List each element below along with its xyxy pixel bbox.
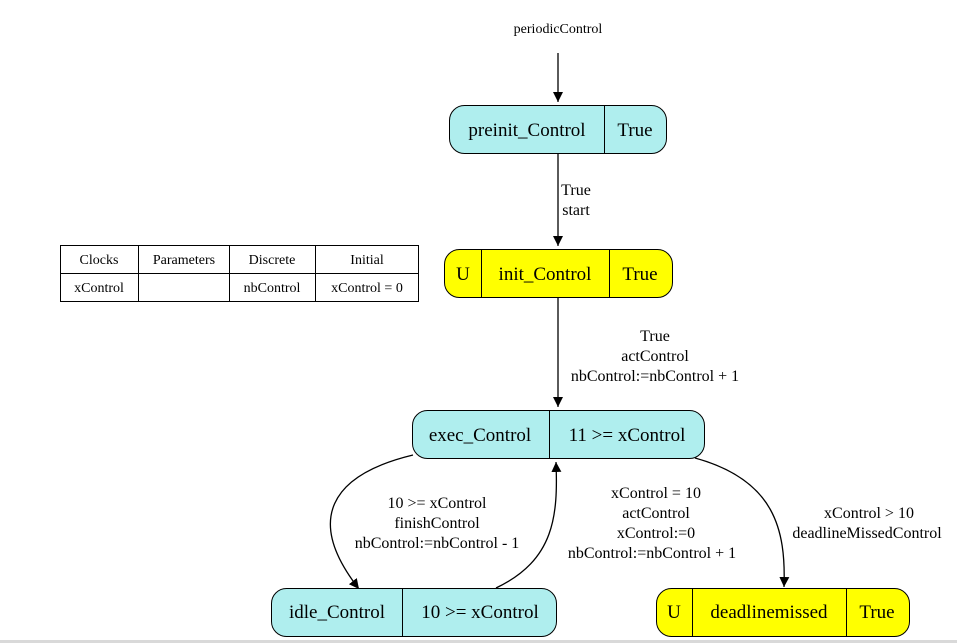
state-name: preinit_Control — [468, 120, 585, 141]
transition-label: xControl > 10 — [824, 505, 914, 522]
state-name: exec_Control — [429, 425, 531, 446]
urgent-marker: U — [667, 602, 681, 623]
state-invariant: 11 >= xControl — [569, 425, 686, 446]
state-invariant: 10 >= xControl — [421, 602, 539, 623]
transition-label: xControl:=0 — [617, 525, 695, 542]
transition-idle-exec — [495, 461, 562, 589]
transition-label: nbControl:=nbControl + 1 — [571, 368, 739, 385]
state-box — [444, 249, 673, 298]
bottom-border — [0, 640, 957, 643]
transition-label: True — [640, 328, 670, 345]
transition-label: xControl = 10 — [611, 485, 701, 502]
state-box — [449, 105, 667, 154]
table-cell-initial: xControl = 0 — [331, 281, 403, 296]
state-invariant: True — [617, 120, 652, 141]
transition-exec-missed — [694, 457, 790, 588]
variables-table: Clocks Parameters Discrete Initial xCont… — [60, 245, 419, 302]
table-cell-discrete: nbControl — [244, 281, 301, 296]
state-deadlinemissed: U deadlinemissed True — [656, 588, 910, 637]
transition-label: start — [562, 202, 590, 219]
transition-label: deadlineMissedControl — [792, 525, 942, 542]
state-invariant: True — [859, 602, 894, 623]
urgent-marker: U — [456, 264, 470, 285]
transition-label: 10 >= xControl — [388, 495, 487, 512]
automaton-name: periodicControl — [514, 22, 603, 37]
table-header-discrete: Discrete — [249, 253, 296, 268]
state-name: idle_Control — [289, 602, 385, 623]
state-preinit-control: preinit_Control True — [449, 105, 667, 154]
state-invariant: True — [622, 264, 657, 285]
transition-label: actControl — [621, 348, 689, 365]
table-header-parameters: Parameters — [153, 253, 215, 268]
state-idle-control: idle_Control 10 >= xControl — [271, 588, 557, 637]
table-cell-clocks: xControl — [74, 281, 124, 296]
transition-label: True — [561, 182, 591, 199]
transition-label: finishControl — [394, 515, 480, 532]
transition-label: nbControl:=nbControl - 1 — [355, 535, 520, 552]
transition-exec-idle — [329, 454, 414, 590]
state-name: init_Control — [499, 264, 592, 285]
state-init-control: U init_Control True — [444, 249, 673, 298]
transition-label: actControl — [622, 505, 690, 522]
table-header-initial: Initial — [350, 253, 384, 268]
state-box — [412, 410, 705, 459]
state-box — [271, 588, 557, 637]
table-header-clocks: Clocks — [80, 253, 119, 268]
transition-label: nbControl:=nbControl + 1 — [568, 545, 736, 562]
state-name: deadlinemissed — [710, 602, 828, 623]
state-exec-control: exec_Control 11 >= xControl — [412, 410, 705, 459]
